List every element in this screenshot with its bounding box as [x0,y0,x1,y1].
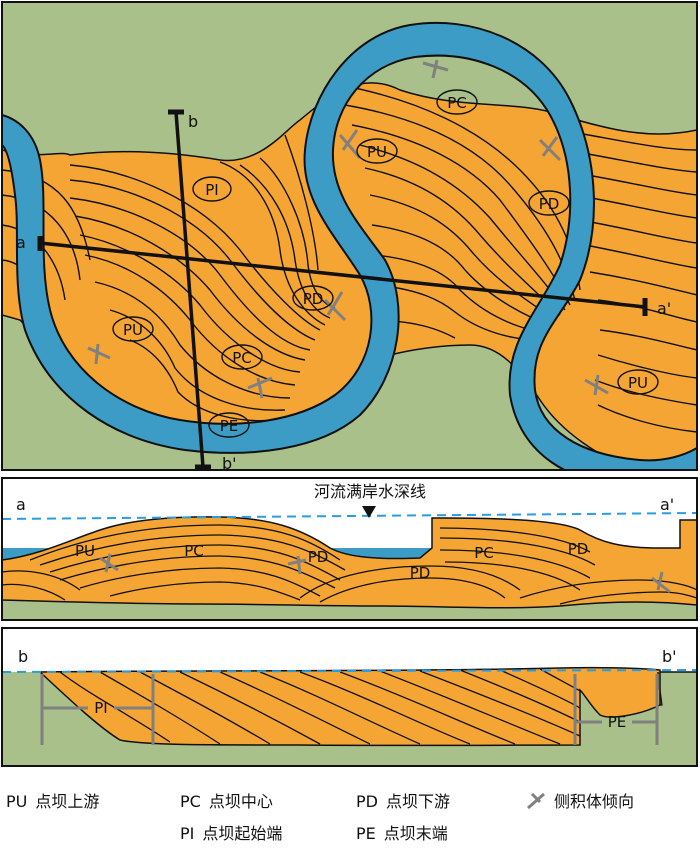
legend-text-pu: 点坝上游 [35,792,99,811]
dip-symbol-icon [526,790,548,810]
section-a-label-pc: PC [184,542,204,560]
section-a-label-pd-1: PD [308,548,329,566]
section-b-panel: PI PE b b' [2,628,697,766]
legend-text-pd: 点坝下游 [386,792,450,811]
legend-item-pu: PU 点坝上游 [6,788,99,812]
plan-a-end-label: a' [657,299,671,318]
plan-b-start-label: b [188,112,198,131]
section-b-label-pe: PE [608,713,627,731]
legend-code-pc: PC [180,792,201,811]
legend-item-pd: PD 点坝下游 [356,788,450,812]
section-a-label-pu: PU [75,542,95,560]
legend: PU 点坝上游 PC 点坝中心 PD 点坝下游 侧积体倾向 PI 点坝起始端 PE 点坝末… [0,772,700,850]
section-a-panel: 河流满岸水深线 a a' PU PC PD PD PC PD [2,478,697,620]
legend-item-pe: PE 点坝末端 [356,820,448,844]
legend-text-pe: 点坝末端 [384,824,448,843]
plan-label-pd-left: PD [303,290,324,308]
plan-label-pd-middle: PD [539,195,560,213]
legend-item-dip: 侧积体倾向 [526,788,634,812]
plan-view-panel: a a' b b' PI PU PC [2,2,697,488]
section-a-label-pc-2: PC [474,544,494,562]
plan-label-pu-left: PU [123,321,143,339]
section-a-label-pd-2: PD [410,564,431,582]
legend-text-pc: 点坝中心 [209,792,273,811]
legend-code-pd: PD [356,792,378,811]
legend-code-pi: PI [180,824,194,843]
plan-a-start-label: a [16,233,26,252]
section-b-start-label: b [18,647,28,666]
plan-label-pc-middle: PC [447,94,467,112]
legend-item-pc: PC 点坝中心 [180,788,273,812]
section-b-end-label: b' [662,647,677,666]
section-a-water-label: 河流满岸水深线 [314,482,426,501]
plan-label-pi: PI [205,181,218,199]
section-b-label-pi: PI [94,699,107,717]
legend-text-dip: 侧积体倾向 [554,792,634,811]
legend-code-pe: PE [356,824,376,843]
plan-label-pc-left: PC [232,349,252,367]
legend-text-pi: 点坝起始端 [202,824,282,843]
section-a-end-label: a' [660,495,674,514]
section-a-start-label: a [16,495,26,514]
section-a-label-pd-3: PD [568,540,589,558]
plan-label-pu-middle: PU [367,143,387,161]
plan-label-pu-right: PU [628,374,648,392]
plan-label-pe: PE [220,417,239,435]
legend-item-pi: PI 点坝起始端 [180,820,282,844]
legend-code-pu: PU [6,792,27,811]
